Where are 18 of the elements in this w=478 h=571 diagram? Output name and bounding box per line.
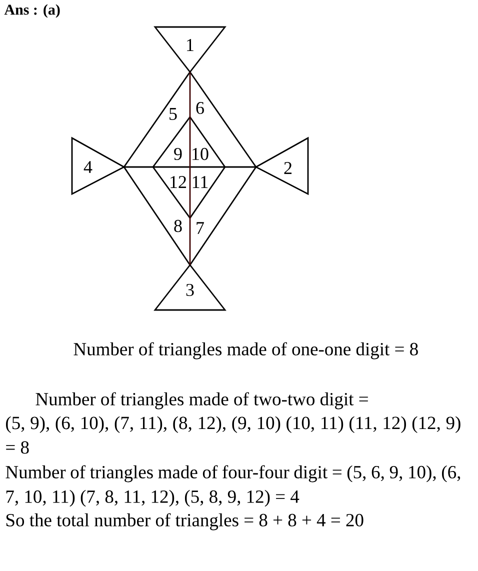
region-number: 6 [196, 102, 204, 114]
region-number: 12 [170, 176, 186, 188]
region-number: 3 [186, 284, 194, 296]
region-number: 1 [187, 39, 194, 51]
region-number: 11 [192, 176, 208, 188]
solution-text: (5, 9), (6, 10), (7, 11), (8, 12), (9, 10) (10, 11) (11, 12) (12, 9) = 8 [6, 416, 460, 454]
region-number: 10 [192, 148, 208, 160]
solution-text: Number of triangles made of two-two digit = [36, 392, 368, 410]
region-number: 5 [170, 108, 177, 120]
region-number: 2 [284, 162, 292, 174]
region-number: 9 [174, 148, 182, 160]
solution-text: Number of triangles made of four-four digit = (5, 6, 9, 10), (6, 7, 10, 11) (7, 8, 11, 12), (5, 8, 9, 12) = 4 [6, 465, 460, 507]
region-number: 8 [174, 220, 182, 232]
region-number: 7 [196, 222, 204, 234]
solution-text: So the total number of triangles = 8 + 8 + 4 = 20 [6, 513, 364, 530]
answer-label: Ans : (a) [4, 4, 60, 18]
region-number: 4 [84, 161, 92, 173]
solution-text: Number of triangles made of one-one digit = 8 [74, 342, 418, 360]
